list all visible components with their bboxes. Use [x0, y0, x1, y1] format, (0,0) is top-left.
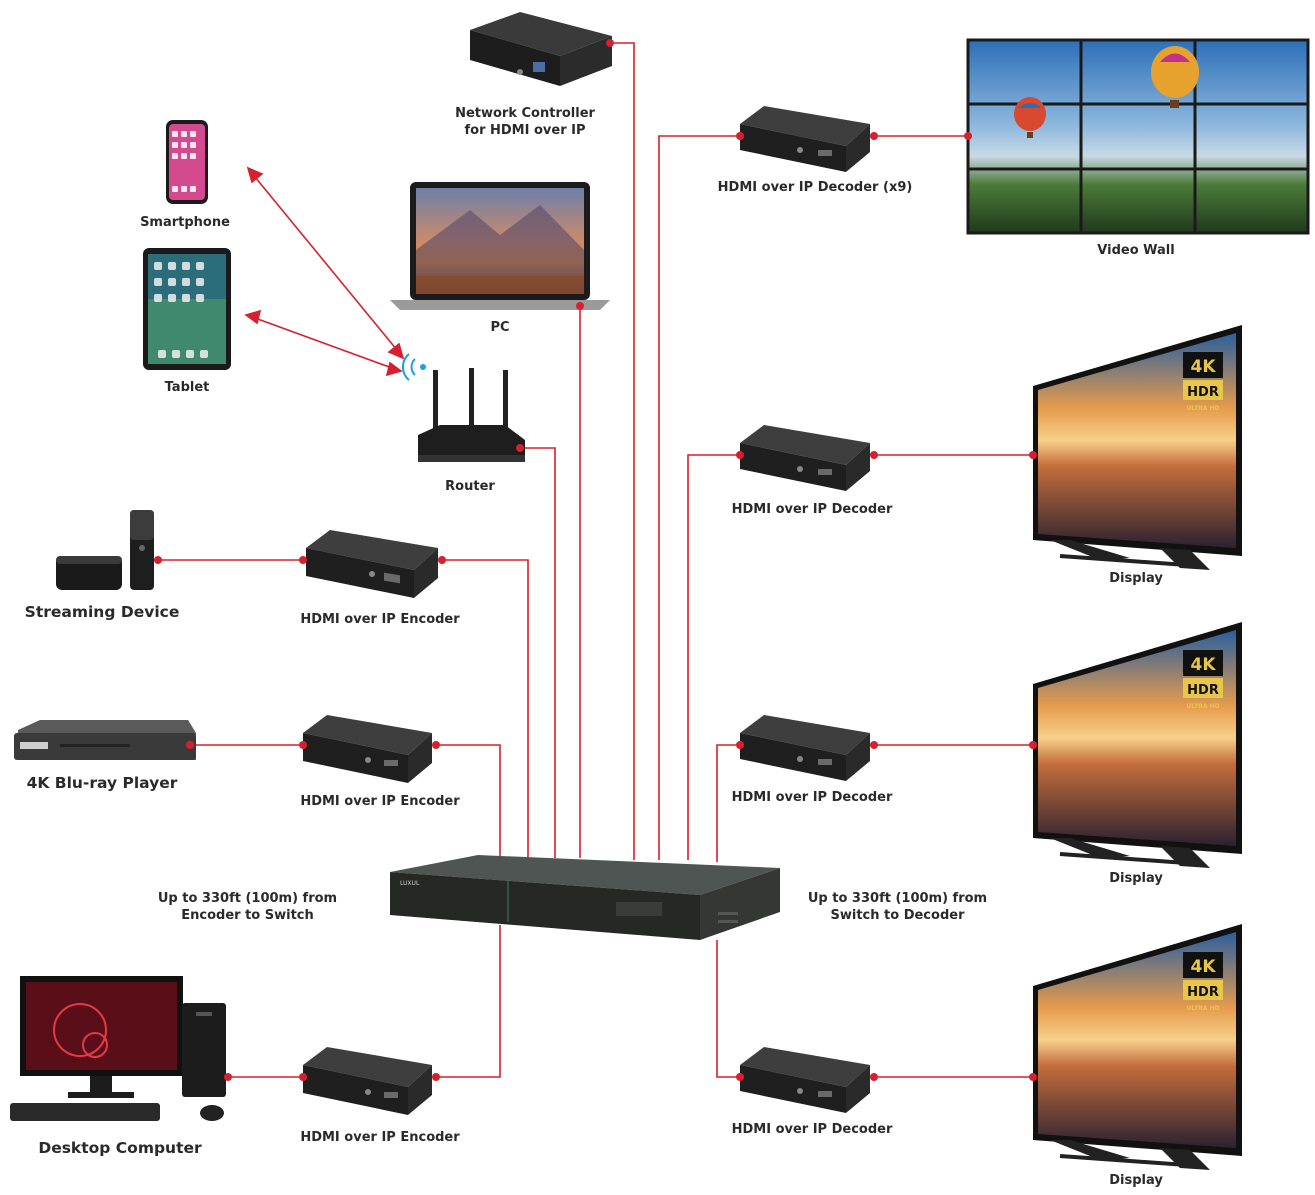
arrowhead: [385, 361, 403, 377]
hdmi-encoder-3: [299, 1047, 440, 1115]
hdmi-decoder-1: [736, 425, 878, 491]
link-controller-switch: [610, 42, 635, 860]
link-encoder3-switch: [436, 925, 501, 1078]
distance-note-right: Up to 330ft (100m) from Switch to Decode…: [807, 891, 988, 923]
badge-uhd: ULTRA HD: [1186, 405, 1219, 412]
badge-uhd: ULTRA HD: [1186, 1005, 1219, 1012]
link-encoder1-switch: [442, 559, 529, 858]
link-switch-decoder1: [687, 454, 740, 860]
switch-brand-label: LUXUL: [400, 880, 420, 887]
hdmi-encoder-2: [299, 715, 440, 783]
hdmi-decoder-2: [736, 715, 878, 781]
distance-note-left: Up to 330ft (100m) from Encoder to Switc…: [157, 891, 338, 923]
tablet-label: Tablet: [164, 380, 210, 395]
decoder-3-label: HDMI over IP Decoder: [731, 1122, 893, 1137]
badge-uhd: ULTRA HD: [1186, 703, 1219, 710]
smartphone-device: [166, 120, 208, 204]
router: [402, 353, 525, 462]
router-label: Router: [445, 479, 495, 494]
hdmi-decoder-3: [736, 1047, 878, 1113]
arrowhead: [244, 309, 262, 325]
video-wall-label: Video Wall: [1097, 243, 1175, 258]
arrowhead: [387, 342, 405, 360]
encoder-3-label: HDMI over IP Encoder: [300, 1130, 460, 1145]
decoder-1-label: HDMI over IP Decoder: [731, 502, 893, 517]
wireless-links: [244, 166, 405, 377]
display-3: 4K HDR ULTRA HD: [1029, 924, 1242, 1170]
network-controller: [470, 12, 614, 86]
streaming-device-label: Streaming Device: [24, 603, 180, 621]
hdmi-decoder-wall: [736, 106, 878, 172]
network-controller-label: Network Controller for HDMI over IP: [455, 106, 595, 138]
link-switch-decoder2: [716, 744, 740, 862]
encoder-1-label: HDMI over IP Encoder: [300, 612, 460, 627]
link-router-switch: [520, 447, 556, 858]
smartphone-label: Smartphone: [140, 215, 230, 230]
display-2: 4K HDR ULTRA HD: [1029, 622, 1242, 868]
badge-hdr: HDR: [1187, 385, 1219, 400]
encoder-2-label: HDMI over IP Encoder: [300, 794, 460, 809]
arrowhead: [246, 166, 264, 184]
video-wall: [964, 38, 1310, 235]
link-switch-decoderwall: [658, 135, 740, 860]
badge-4k: 4K: [1190, 357, 1216, 377]
display-1: 4K HDR ULTRA HD: [1029, 325, 1242, 570]
wifi-icon: [402, 353, 426, 381]
badge-hdr: HDR: [1187, 985, 1219, 1000]
decoder-wall-label: HDMI over IP Decoder (x9): [717, 180, 913, 195]
display-2-label: Display: [1109, 871, 1163, 886]
display-1-label: Display: [1109, 571, 1163, 586]
hdmi-encoder-1: [299, 530, 446, 598]
link-switch-decoder3: [716, 940, 740, 1078]
wireless-link-tablet: [254, 317, 393, 369]
hot-air-balloon-icon: [1014, 97, 1046, 131]
badge-4k: 4K: [1190, 655, 1216, 675]
pc-laptop: [390, 182, 610, 310]
decoder-2-label: HDMI over IP Decoder: [731, 790, 893, 805]
desktop-label: Desktop Computer: [38, 1139, 202, 1157]
desktop-computer: [10, 976, 232, 1121]
bluray-label: 4K Blu-ray Player: [26, 774, 178, 792]
wireless-link-smartphone: [254, 176, 398, 351]
connection-lines: [158, 42, 1033, 1078]
pc-label: PC: [490, 320, 510, 335]
badge-4k: 4K: [1190, 957, 1216, 977]
link-encoder2-switch: [436, 744, 501, 858]
badge-hdr: HDR: [1187, 683, 1219, 698]
tablet-device: [143, 248, 231, 370]
streaming-device: [56, 510, 162, 590]
display-3-label: Display: [1109, 1173, 1163, 1188]
bluray-player: [14, 720, 196, 760]
network-switch: LUXUL: [390, 855, 780, 940]
